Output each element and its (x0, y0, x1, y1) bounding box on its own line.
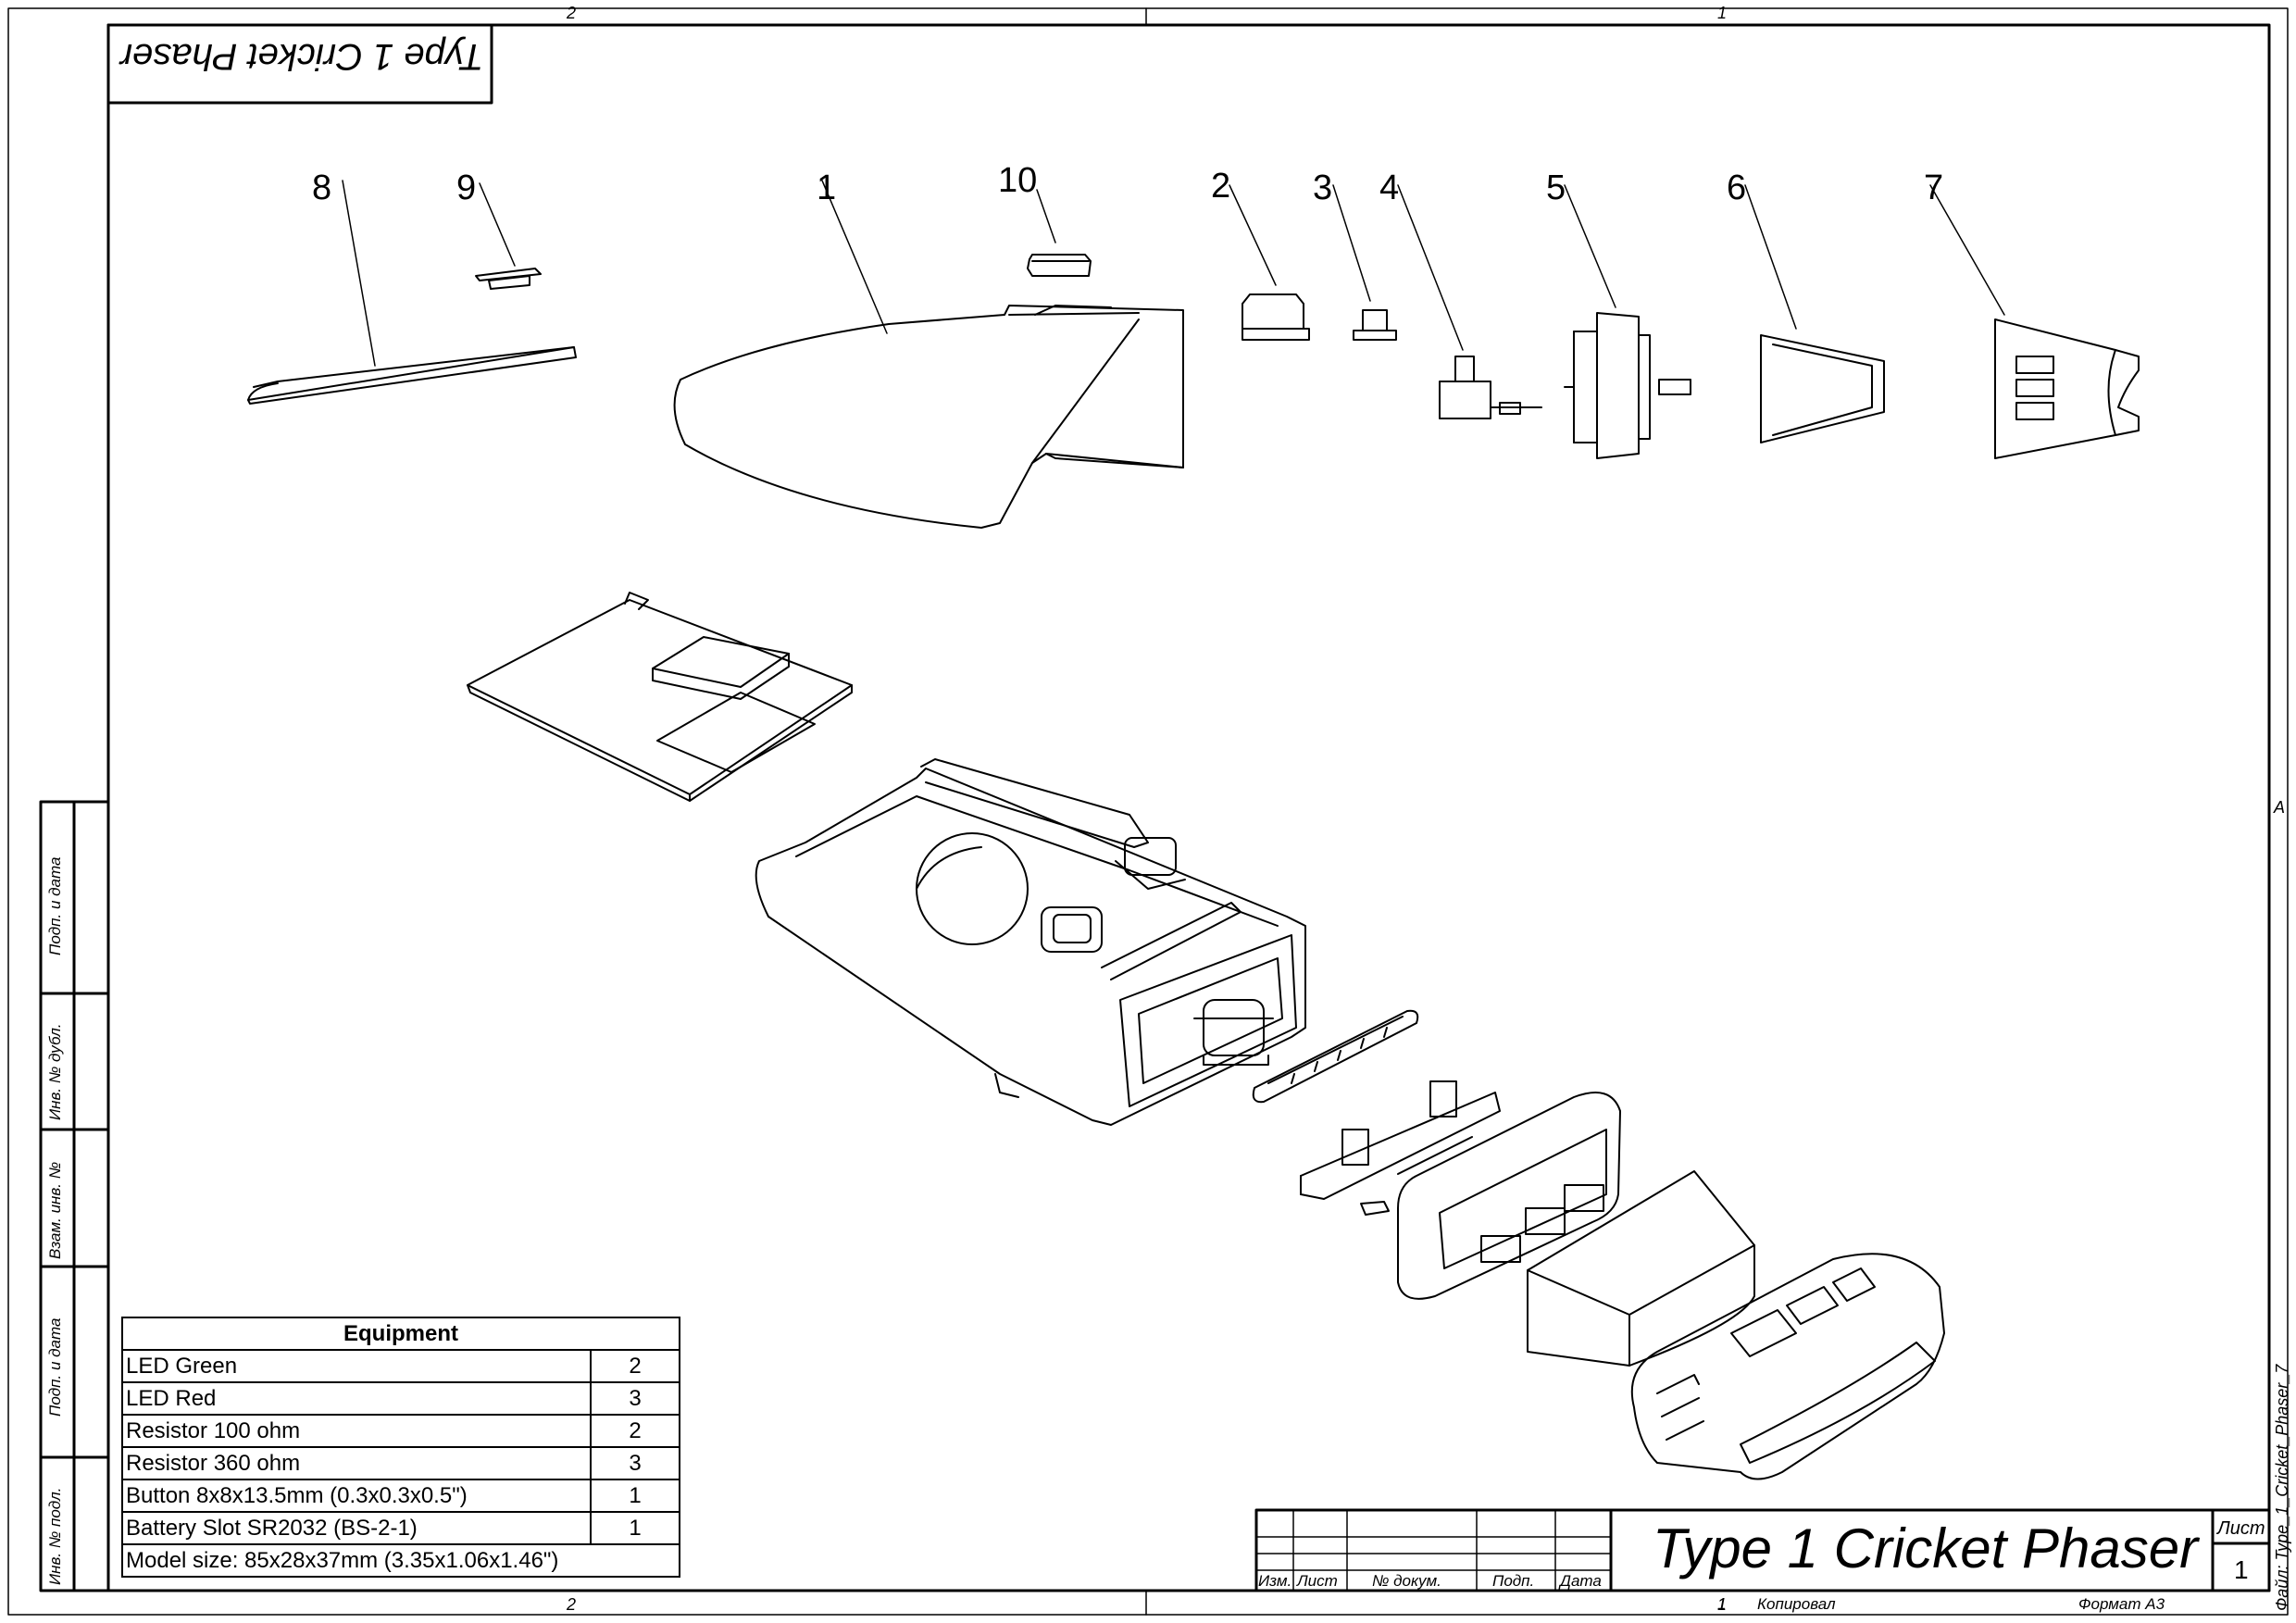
equipment-name: Button 8x8x13.5mm (0.3x0.3x0.5") (121, 1479, 592, 1513)
equipment-name: LED Red (121, 1381, 592, 1416)
equipment-qty: 3 (590, 1381, 680, 1416)
callout-8: 8 (312, 169, 332, 207)
outer-frame (7, 7, 2289, 1616)
part-2-button (1229, 184, 1310, 341)
side-stamp-5: Инв. № подл. (46, 1487, 64, 1586)
equipment-qty: 1 (590, 1511, 680, 1545)
part-5-battery-slot (1564, 184, 1691, 459)
side-stamp-4: Подп. и дата (46, 1317, 64, 1417)
equipment-name: Battery Slot SR2032 (BS-2-1) (121, 1511, 592, 1545)
part-9-clip (475, 182, 542, 290)
tb-copied-number: 1 (1717, 1595, 1727, 1613)
part-7-front-cap (1929, 184, 2140, 459)
side-stamp-3: Взам. инв. № (46, 1161, 64, 1259)
callout-4: 4 (1379, 169, 1400, 207)
side-stamp-1: Подп. и дата (46, 856, 64, 955)
callout-7: 7 (1924, 169, 1944, 207)
tb-sheet-number: 1 (2234, 1555, 2249, 1584)
zone-marker-top-right: 1 (1717, 4, 1728, 22)
tb-title: Type 1 Cricket Phaser (1653, 1517, 2199, 1579)
tb-col-doc: № докум. (1372, 1572, 1441, 1590)
part-10-button-cap (1027, 189, 1092, 277)
tb-copied-label: Копировал (1757, 1595, 1836, 1613)
tb-col-date: Дата (1560, 1572, 1602, 1590)
lens-block (1527, 1170, 1755, 1367)
tb-sheet-label: Лист (2217, 1518, 2265, 1539)
flipped-title-frame (106, 23, 493, 105)
part-1-shell (673, 180, 1184, 529)
zone-marker-top-left: 2 (567, 4, 577, 22)
equipment-qty: 2 (590, 1414, 680, 1448)
title-block-frame (1254, 1508, 2271, 1592)
tb-col-list: Лист (1297, 1572, 1338, 1590)
battery-cover (1397, 1092, 1621, 1300)
tb-file-label: Файл: Type_1_Cricket_Phaser_7 (2273, 1364, 2291, 1611)
equipment-name: Resistor 360 ohm (121, 1446, 592, 1480)
equipment-header: Equipment (121, 1317, 680, 1351)
equipment-name: LED Green (121, 1349, 592, 1383)
callout-1: 1 (817, 169, 837, 207)
callout-5: 5 (1546, 169, 1566, 207)
tb-col-sign: Подп. (1492, 1572, 1535, 1590)
callout-6: 6 (1727, 169, 1747, 207)
callout-2: 2 (1211, 167, 1231, 206)
table-row: Button 8x8x13.5mm (0.3x0.3x0.5")1 (121, 1479, 680, 1513)
tray-plate (467, 592, 853, 802)
zone-marker-side: A (2274, 798, 2286, 817)
part-8-strip (247, 180, 577, 405)
main-body-housing (755, 758, 1306, 1126)
front-grille (1630, 1253, 1945, 1480)
table-row: Model size: 85x28x37mm (3.35x1.06x1.46") (121, 1543, 680, 1578)
side-stamp-2: Инв. № дубл. (46, 1023, 64, 1120)
part-4-resistor (1397, 184, 1542, 419)
zone-marker-bottom-left: 2 (567, 1595, 577, 1614)
zone-marker-bottom-right: 1 (1717, 1595, 1728, 1614)
callout-10: 10 (998, 161, 1038, 200)
led-bar (1252, 1009, 1419, 1104)
part-3-led (1332, 184, 1397, 341)
callout-3: 3 (1313, 169, 1333, 207)
tb-col-izm: Изм. (1258, 1572, 1292, 1590)
flipped-title: Type 1 Cricket Phaser (119, 36, 484, 77)
table-row: Battery Slot SR2032 (BS-2-1)1 (121, 1511, 680, 1545)
circuit-board-assembly (1300, 1080, 1501, 1216)
tb-format-label: Формат А3 (2078, 1595, 2165, 1613)
callout-9: 9 (456, 169, 477, 207)
equipment-name: Resistor 100 ohm (121, 1414, 592, 1448)
part-6-ring (1744, 184, 1885, 443)
model-size: Model size: 85x28x37mm (3.35x1.06x1.46") (121, 1543, 680, 1578)
equipment-qty: 3 (590, 1446, 680, 1480)
equipment-qty: 2 (590, 1349, 680, 1383)
equipment-qty: 1 (590, 1479, 680, 1513)
